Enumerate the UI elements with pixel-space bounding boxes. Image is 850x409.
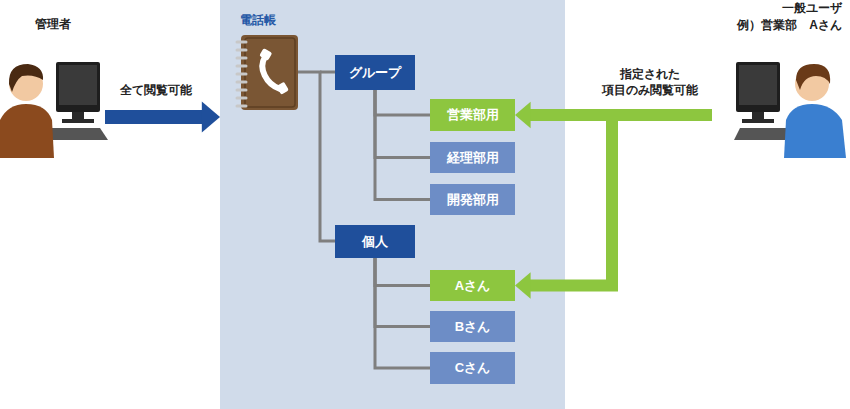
person-figure: 管理者	[0, 14, 105, 160]
edge-label: 指定された 項目のみ閲覧可能	[594, 66, 706, 98]
phonebook-icon	[237, 35, 298, 110]
phonebook-panel-ground	[220, 0, 565, 409]
box-label: 個人	[362, 233, 388, 251]
box-label: グループ	[349, 64, 401, 82]
user-person	[734, 62, 846, 158]
person-label: 例）営業部 Aさん	[712, 17, 850, 34]
category-box: 開発部用	[430, 184, 515, 215]
box-label: Bさん	[455, 318, 490, 336]
tree-line	[375, 258, 430, 286]
panel-title: 電話帳	[240, 12, 276, 29]
tree-trunk	[298, 72, 335, 241]
category-box: Cさん	[430, 352, 515, 384]
box-label: 開発部用	[447, 191, 499, 209]
category-box: 経理部用	[430, 142, 515, 173]
box-label: 経理部用	[447, 149, 499, 167]
edge-label-text: 指定された 項目のみ閲覧可能	[594, 66, 706, 98]
category-box: Bさん	[430, 311, 515, 342]
phonebook-panel: 電話帳グループ営業部用経理部用開発部用個人 Aさん Bさん Cさん	[220, 0, 565, 409]
edge-label-text: 全て閲覧可能	[120, 82, 192, 98]
admin-person	[0, 62, 108, 158]
person-figure: 一般ユーザ例）営業部 Aさん	[712, 0, 850, 165]
tree-line	[375, 90, 430, 158]
tree-line	[375, 90, 430, 200]
tree-line	[375, 90, 430, 115]
category-box: 営業部用	[430, 99, 515, 131]
category-box: 個人	[335, 225, 415, 258]
access-arrow	[515, 115, 712, 299]
person-label: 一般ユーザ	[712, 0, 850, 17]
box-label: Cさん	[455, 359, 490, 377]
tree-line	[375, 258, 430, 368]
category-box: Aさん	[430, 270, 515, 301]
category-box: グループ	[335, 55, 415, 90]
tree-line	[375, 258, 430, 327]
edge-label: 全て閲覧可能	[120, 82, 192, 98]
person-label: 管理者	[0, 14, 105, 33]
box-label: 営業部用	[447, 106, 499, 124]
access-arrow	[105, 102, 220, 133]
box-label: Aさん	[455, 277, 490, 295]
